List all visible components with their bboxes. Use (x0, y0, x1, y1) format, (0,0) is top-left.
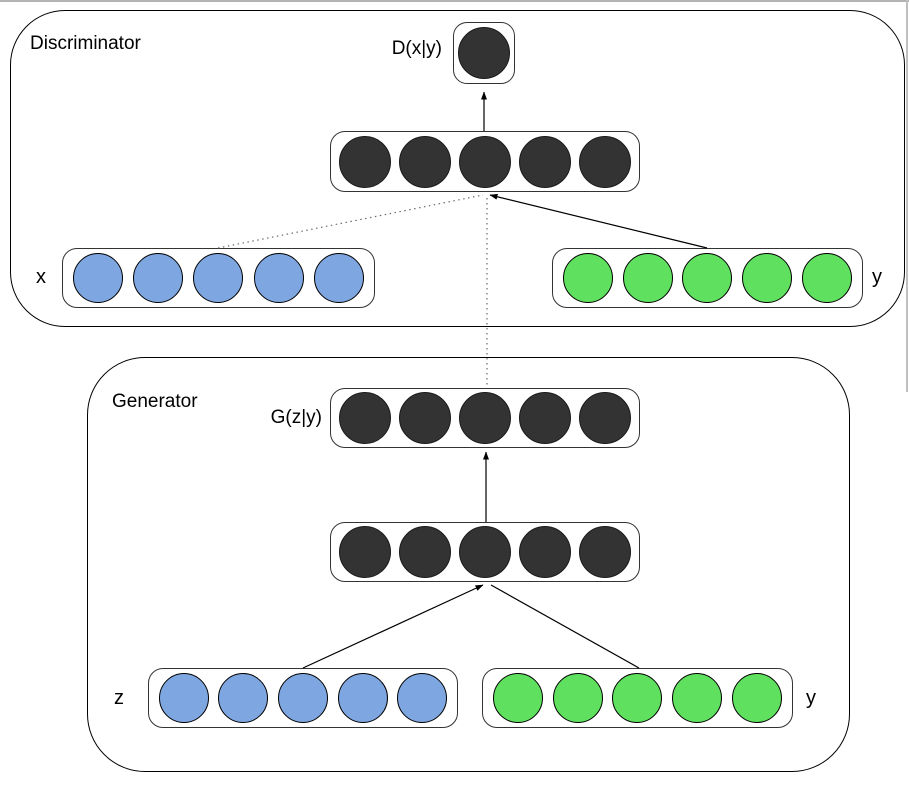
right-edge-line (906, 0, 908, 392)
y-input-node (802, 253, 853, 303)
discriminator-y-layer (552, 248, 863, 308)
y-input-node (552, 673, 603, 723)
y-input-node (612, 673, 663, 723)
discriminator-x-label: x (36, 266, 46, 288)
x-input-node (73, 253, 124, 303)
discriminator-hidden-layer (330, 131, 640, 192)
hidden-node (519, 135, 571, 188)
generator-title: Generator (112, 391, 198, 412)
hidden-node (459, 135, 511, 188)
y-input-node (672, 673, 723, 723)
generated-node (519, 392, 571, 444)
z-input-node (218, 673, 269, 723)
generated-node (459, 392, 511, 444)
generated-node (399, 392, 451, 444)
generator-y-layer (482, 668, 793, 728)
y-input-node (742, 253, 793, 303)
x-input-node (253, 253, 304, 303)
z-input-node (277, 673, 328, 723)
x-input-node (193, 253, 244, 303)
generator-hidden-layer (330, 522, 640, 582)
hidden-node (399, 526, 451, 578)
z-input-node (397, 673, 448, 723)
generator-y-label: y (806, 687, 816, 709)
hidden-node (339, 135, 391, 188)
x-input-node (133, 253, 184, 303)
y-input-node (732, 673, 783, 723)
discriminator-output-label: D(x|y) (391, 38, 442, 59)
x-input-node (313, 253, 364, 303)
discriminator-title: Discriminator (30, 33, 141, 54)
hidden-node (459, 526, 511, 578)
discriminator-output-layer (453, 22, 515, 84)
hidden-node (399, 135, 451, 188)
top-edge-line (0, 0, 909, 2)
output-node (458, 27, 510, 79)
y-input-node (492, 673, 543, 723)
y-input-node (622, 253, 673, 303)
discriminator-x-layer (62, 248, 375, 308)
generated-node (579, 392, 631, 444)
y-input-node (562, 253, 613, 303)
z-input-node (158, 673, 209, 723)
discriminator-y-label: y (872, 266, 882, 288)
generator-output-label: G(z|y) (270, 407, 322, 428)
generated-node (339, 392, 391, 444)
generator-z-layer (148, 668, 458, 728)
hidden-node (579, 135, 631, 188)
generator-output-layer (330, 388, 640, 448)
hidden-node (519, 526, 571, 578)
z-input-node (337, 673, 388, 723)
hidden-node (579, 526, 631, 578)
generator-z-label: z (114, 687, 124, 709)
hidden-node (339, 526, 391, 578)
y-input-node (682, 253, 733, 303)
